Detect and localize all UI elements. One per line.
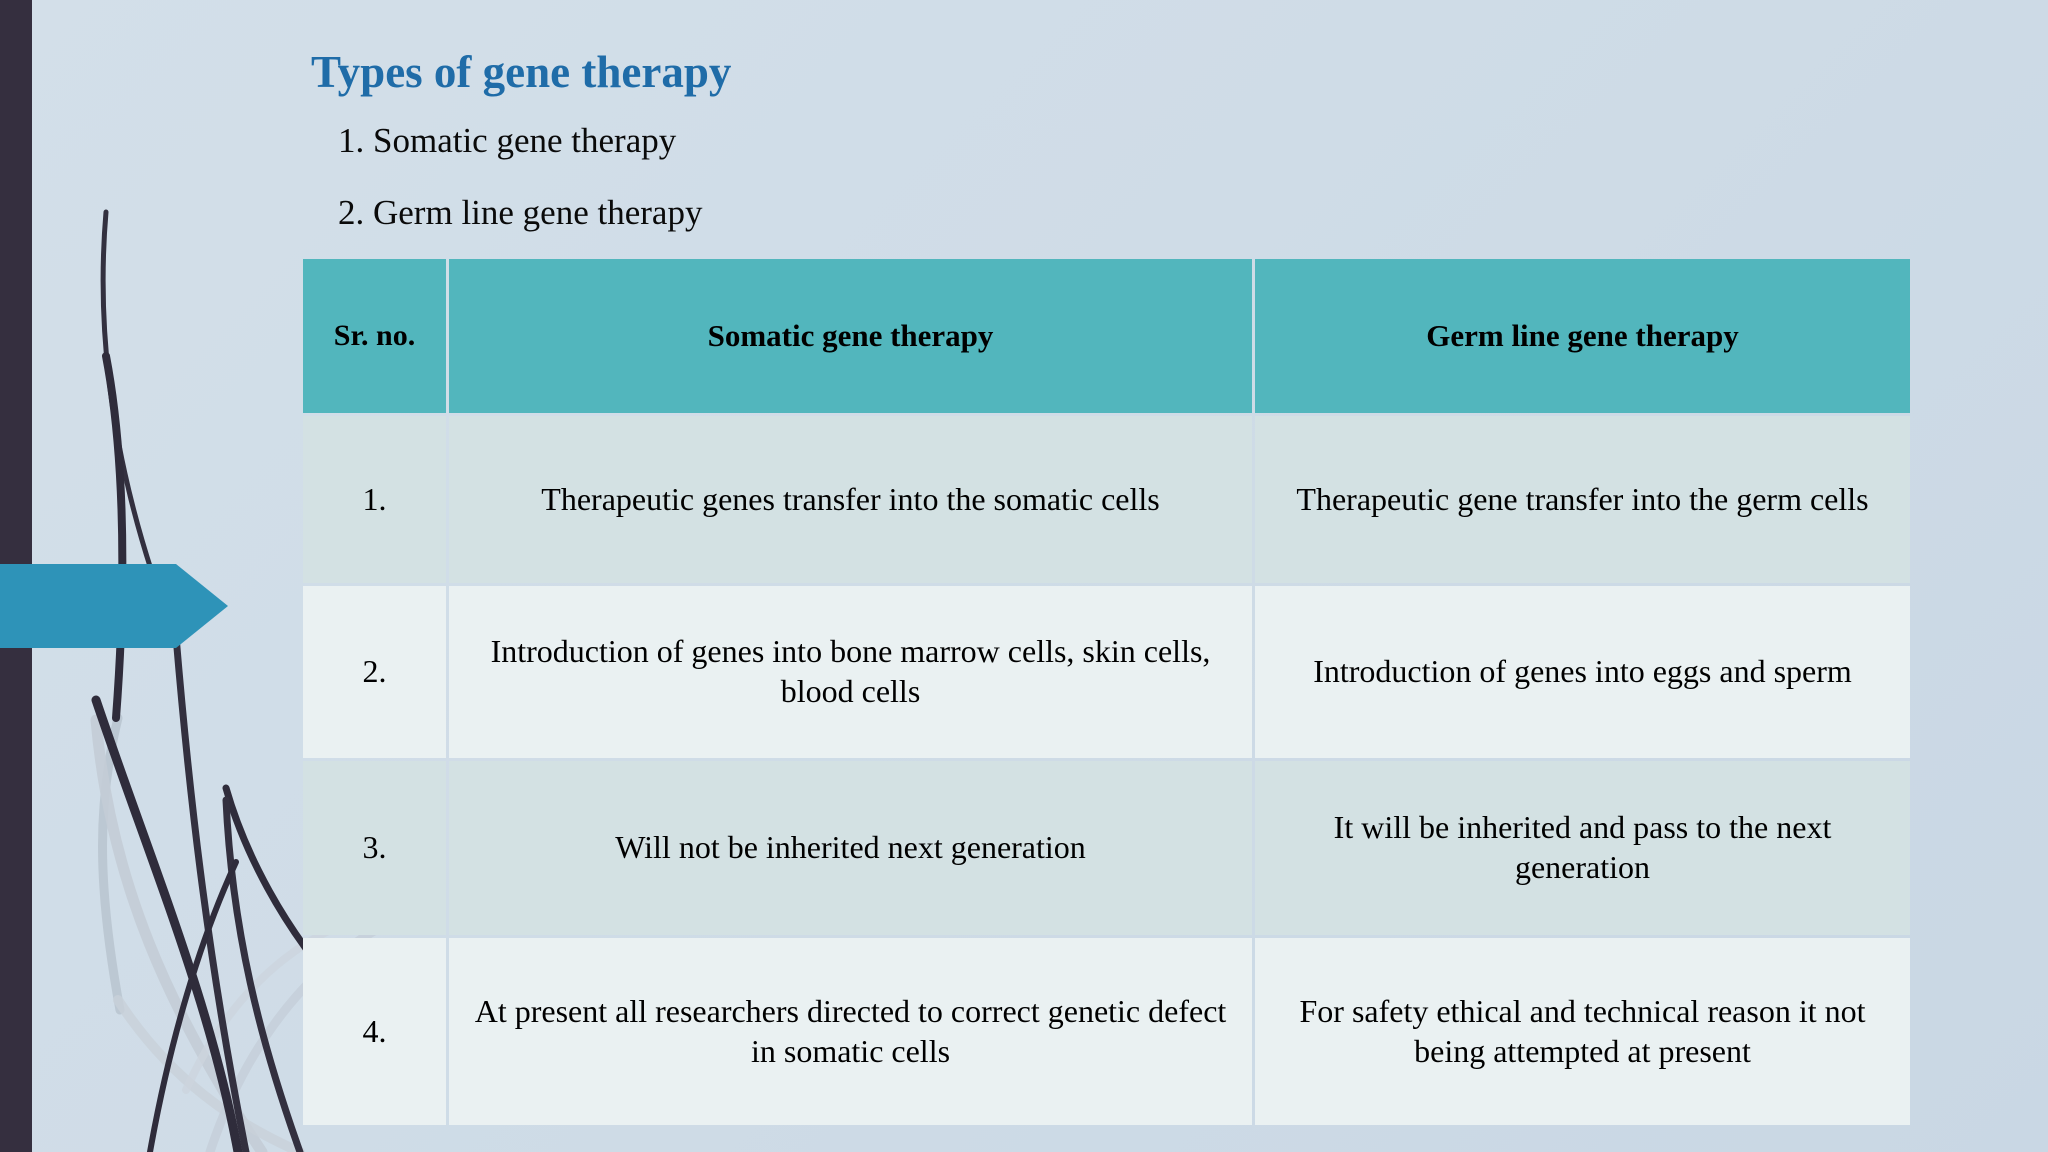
bullet-item-germline: 2. Germ line gene therapy xyxy=(338,193,703,232)
column-header-somatic: Somatic gene therapy xyxy=(449,259,1252,413)
cell-somatic: At present all researchers directed to c… xyxy=(449,938,1252,1125)
cell-sr-no: 2. xyxy=(303,586,446,758)
page-title: Types of gene therapy xyxy=(311,47,732,97)
cell-sr-no: 4. xyxy=(303,938,446,1125)
column-header-sr-no: Sr. no. xyxy=(303,259,446,413)
cell-germline: It will be inherited and pass to the nex… xyxy=(1255,761,1910,935)
cell-sr-no: 3. xyxy=(303,761,446,935)
cell-germline: For safety ethical and technical reason … xyxy=(1255,938,1910,1125)
table-row: 1. Therapeutic genes transfer into the s… xyxy=(303,416,1910,583)
arrow-banner-shape xyxy=(0,564,228,648)
cell-sr-no: 1. xyxy=(303,416,446,583)
cell-somatic: Will not be inherited next generation xyxy=(449,761,1252,935)
table-header-row: Sr. no. Somatic gene therapy Germ line g… xyxy=(303,259,1910,413)
cell-somatic: Introduction of genes into bone marrow c… xyxy=(449,586,1252,758)
table-row: 2. Introduction of genes into bone marro… xyxy=(303,586,1910,758)
bullet-item-somatic: 1. Somatic gene therapy xyxy=(338,121,677,160)
table-row: 4. At present all researchers directed t… xyxy=(303,938,1910,1125)
cell-somatic: Therapeutic genes transfer into the soma… xyxy=(449,416,1252,583)
table-row: 3. Will not be inherited next generation… xyxy=(303,761,1910,935)
column-header-germline: Germ line gene therapy xyxy=(1255,259,1910,413)
cell-germline: Therapeutic gene transfer into the germ … xyxy=(1255,416,1910,583)
cell-germline: Introduction of genes into eggs and sper… xyxy=(1255,586,1910,758)
comparison-table: Sr. no. Somatic gene therapy Germ line g… xyxy=(300,256,1913,1128)
